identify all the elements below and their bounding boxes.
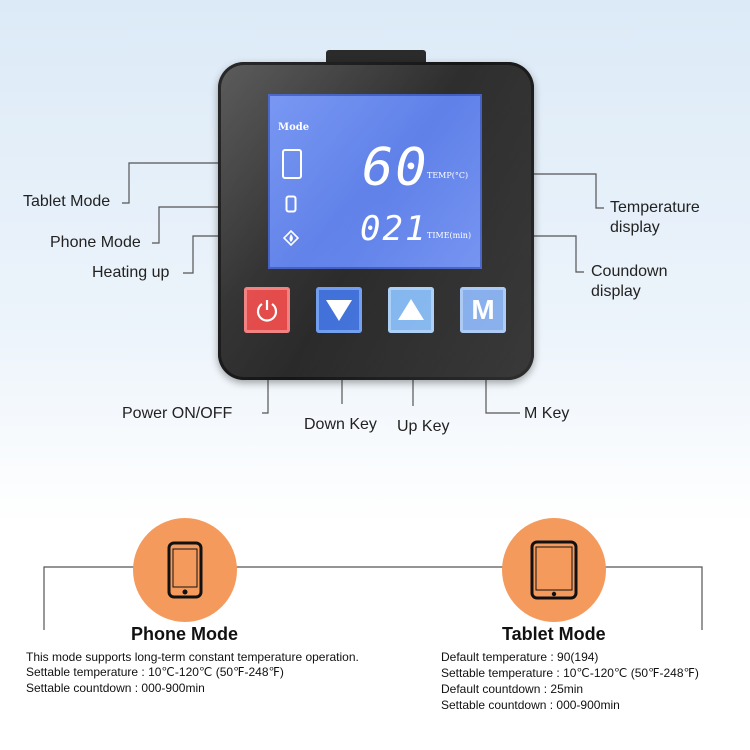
m-button-label: M — [471, 294, 495, 325]
tablet-icon — [530, 540, 578, 600]
tablet-mode-line-2: Settable temperature : 10℃-120℃ (50℉-248… — [441, 666, 699, 680]
temperature-value: 60 — [362, 138, 429, 198]
temperature-unit: TEMP(°C) — [427, 171, 469, 180]
phone-mode-line-1: This mode supports long-term constant te… — [26, 650, 359, 664]
label-down-key: Down Key — [304, 416, 377, 433]
lcd-mode-label: Mode — [278, 122, 310, 133]
phone-mode-title: Phone Mode — [131, 624, 238, 644]
tablet-mode-line-1: Default temperature : 90(194) — [441, 650, 599, 664]
label-tablet-mode: Tablet Mode — [23, 193, 111, 210]
phone-mode-circle — [133, 518, 237, 622]
power-button[interactable] — [244, 287, 290, 333]
tablet-mode-circle — [502, 518, 606, 622]
label-power: Power ON/OFF — [122, 405, 233, 422]
countdown-value: 021 — [360, 209, 428, 249]
tablet-icon — [282, 149, 302, 179]
phone-icon — [167, 541, 203, 599]
countdown-unit: TIME(min) — [427, 231, 472, 240]
controller-device: Mode 60 TEMP(°C) 021 TIME(min) — [218, 62, 534, 380]
label-phone-mode: Phone Mode — [50, 234, 141, 251]
phone-mode-line-2: Settable temperature : 10℃-120℃ (50℉-248… — [26, 665, 284, 679]
label-heating-up: Heating up — [92, 264, 170, 281]
label-temperature-display-2: display — [610, 219, 660, 236]
lcd-screen: Mode 60 TEMP(°C) 021 TIME(min) — [268, 94, 482, 269]
phone-icon — [285, 195, 297, 213]
up-button[interactable] — [388, 287, 434, 333]
label-m-key: M Key — [524, 405, 570, 422]
label-up-key: Up Key — [397, 418, 450, 435]
m-button[interactable]: M — [460, 287, 506, 333]
up-arrow-icon — [398, 299, 424, 320]
label-countdown-display-1: Coundown — [591, 263, 668, 280]
power-icon — [256, 300, 278, 322]
tablet-mode-title: Tablet Mode — [502, 624, 606, 644]
label-temperature-display-1: Temperature — [610, 199, 700, 216]
down-arrow-icon — [326, 300, 352, 321]
phone-mode-line-3: Settable countdown : 000-900min — [26, 681, 205, 695]
tablet-mode-line-3: Default countdown : 25min — [441, 682, 584, 696]
label-countdown-display-2: display — [591, 283, 641, 300]
down-button[interactable] — [316, 287, 362, 333]
heating-icon — [283, 230, 299, 246]
tablet-mode-line-4: Settable countdown : 000-900min — [441, 698, 620, 712]
